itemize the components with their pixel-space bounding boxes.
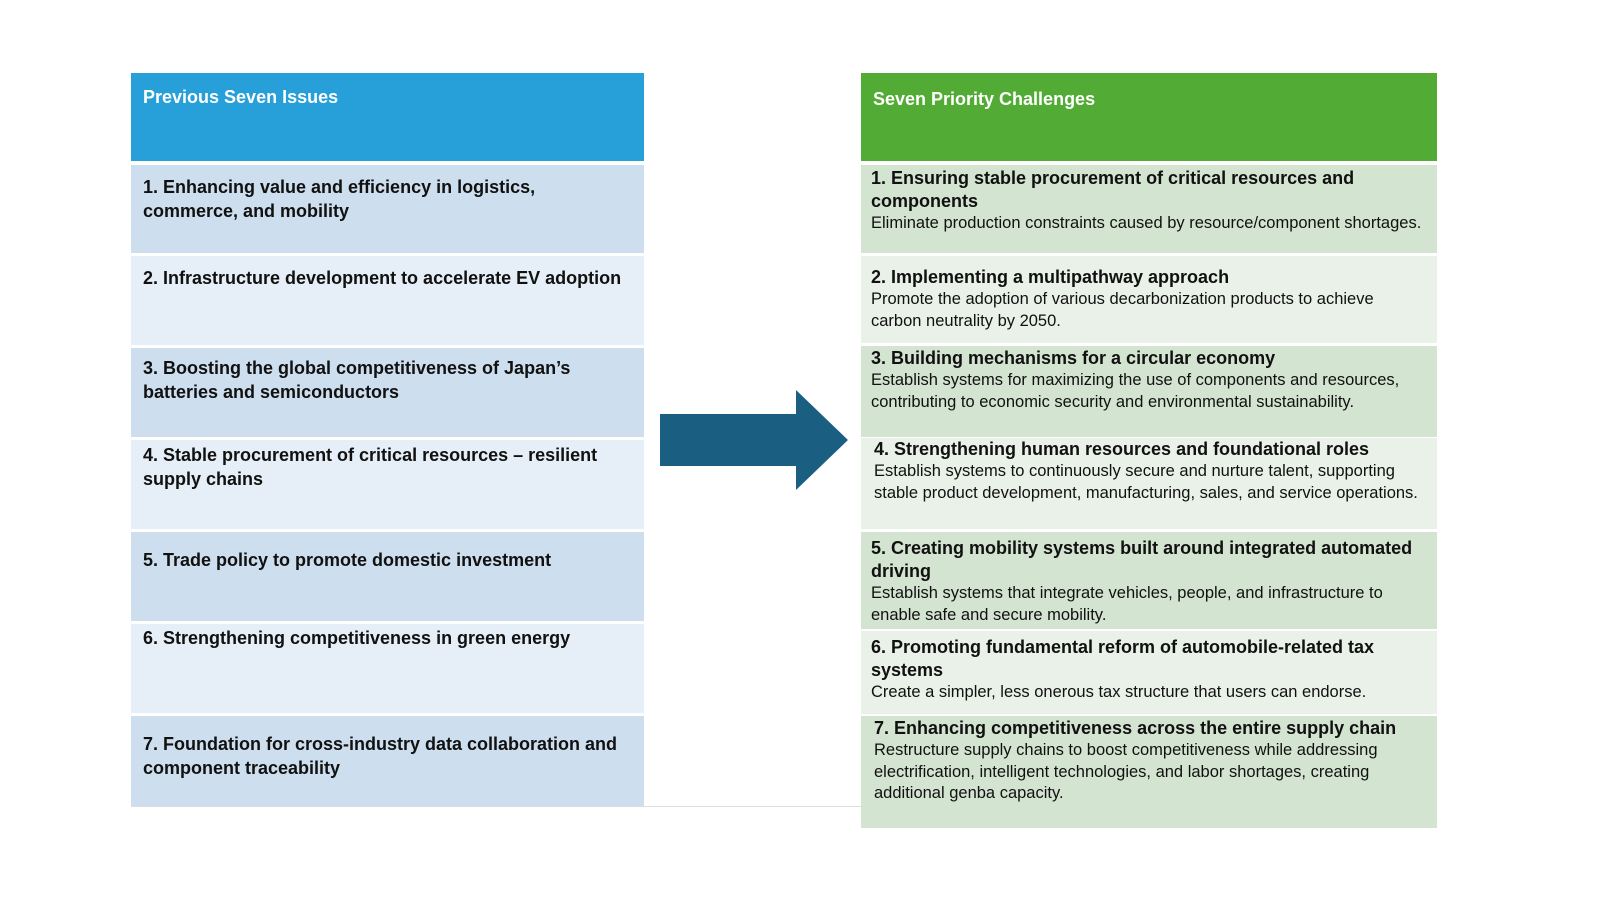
left-column-header: Previous Seven Issues [131, 73, 644, 161]
challenge-description: Eliminate production constraints caused … [871, 214, 1422, 232]
challenge-title: 2. Implementing a multipathway approach [871, 267, 1230, 287]
previous-issue-2: 2. Infrastructure development to acceler… [131, 256, 644, 345]
challenge-description: Restructure supply chains to boost compe… [874, 741, 1378, 802]
challenge-description: Establish systems to continuously secure… [874, 462, 1418, 502]
challenge-title: 6. Promoting fundamental reform of autom… [871, 637, 1375, 680]
previous-issue-5: 5. Trade policy to promote domestic inve… [131, 532, 644, 621]
challenge-title: 5. Creating mobility systems built aroun… [871, 538, 1413, 581]
challenge-description: Create a simpler, less onerous tax struc… [871, 683, 1367, 701]
priority-challenge-6: 6. Promoting fundamental reform of autom… [861, 631, 1437, 714]
priority-challenge-1: 1. Ensuring stable procurement of critic… [861, 165, 1437, 253]
priority-challenge-5: 5. Creating mobility systems built aroun… [861, 532, 1437, 629]
right-arrow-icon [660, 390, 848, 490]
priority-challenge-3: 3. Building mechanisms for a circular ec… [861, 346, 1437, 437]
challenge-title: 7. Enhancing competitiveness across the … [874, 718, 1397, 738]
priority-challenge-4: 4. Strengthening human resources and fou… [861, 438, 1437, 529]
challenge-description: Establish systems that integrate vehicle… [871, 584, 1383, 624]
challenge-description: Promote the adoption of various decarbon… [871, 290, 1374, 330]
priority-challenge-2: 2. Implementing a multipathway approach … [861, 256, 1437, 343]
previous-issue-1: 1. Enhancing value and efficiency in log… [131, 165, 644, 253]
challenge-title: 1. Ensuring stable procurement of critic… [871, 168, 1355, 211]
previous-issue-6: 6. Strengthening competitiveness in gree… [131, 624, 644, 713]
previous-issue-7: 7. Foundation for cross-industry data co… [131, 716, 644, 806]
challenge-title: 3. Building mechanisms for a circular ec… [871, 348, 1276, 368]
priority-challenge-7: 7. Enhancing competitiveness across the … [861, 716, 1437, 828]
previous-issue-3: 3. Boosting the global competitiveness o… [131, 348, 644, 437]
previous-issue-4: 4. Stable procurement of critical resour… [131, 440, 644, 529]
challenge-title: 4. Strengthening human resources and fou… [874, 439, 1370, 459]
right-column-header: Seven Priority Challenges [861, 73, 1437, 161]
challenge-description: Establish systems for maximizing the use… [871, 371, 1400, 411]
baseline-divider [131, 806, 861, 807]
